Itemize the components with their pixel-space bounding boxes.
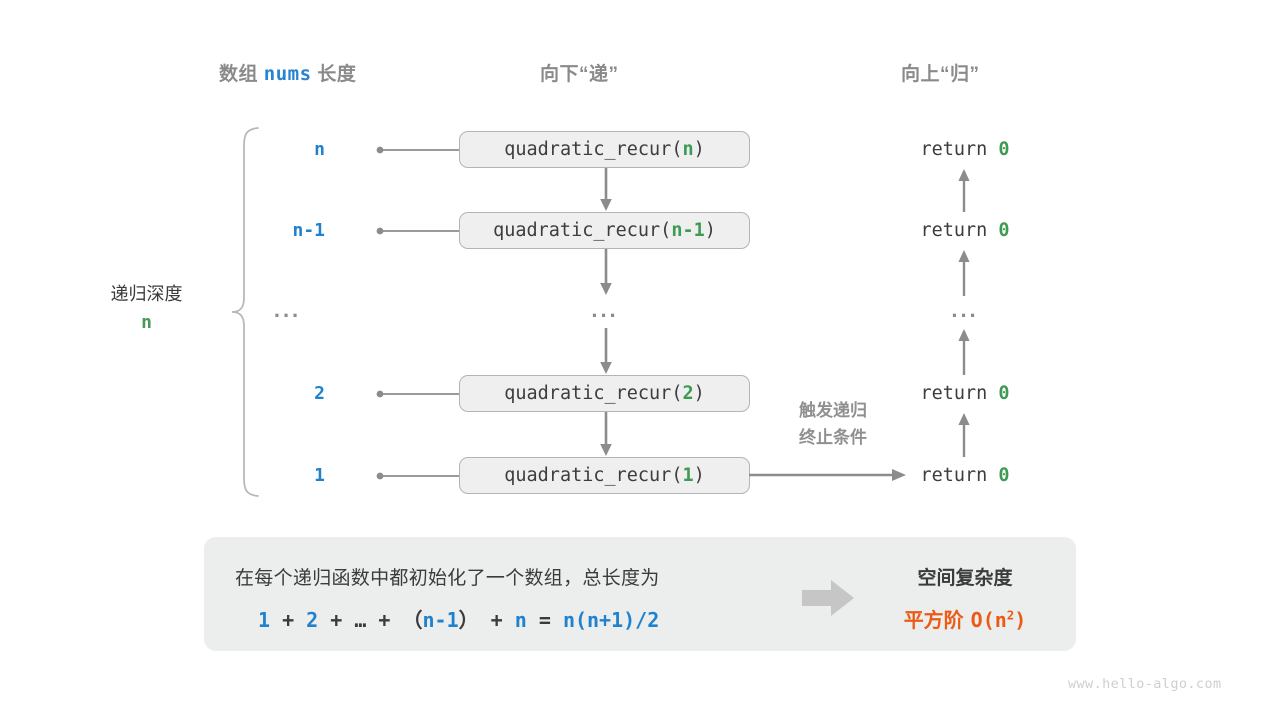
formula-term-1: 1 (258, 608, 271, 632)
connector-row-0 (375, 141, 465, 159)
call-box-row-1[interactable]: quadratic_recur(n-1) (459, 212, 750, 249)
call-box-prefix-row-0: quadratic_recur( (504, 139, 683, 160)
return-keyword-row-3: return (920, 383, 999, 404)
array-length-row-2: ... (273, 297, 302, 322)
call-box-row-3[interactable]: quadratic_recur(2) (459, 375, 750, 412)
base-case-arrow (749, 466, 909, 484)
return-value-row-1: 0 (998, 220, 1010, 241)
recursion-depth-title: 递归深度 (110, 284, 183, 304)
return-label-row-3: return 0 (865, 383, 1065, 404)
return-label-row-1: return 0 (865, 220, 1065, 241)
call-box-row-0[interactable]: quadratic_recur(n) (459, 131, 750, 168)
site-watermark: www.hello-algo.com (1068, 676, 1222, 692)
formula-term-ellipsis: … (354, 608, 367, 632)
call-box-prefix-row-4: quadratic_recur( (504, 465, 683, 486)
return-label-row-0: return 0 (865, 139, 1065, 160)
descend-arrow-3-4 (597, 412, 615, 458)
column-header-descend: 向下“递” (540, 64, 619, 85)
formula-op-2: + (318, 608, 355, 632)
complexity-tail: ) (1014, 608, 1027, 632)
call-box-arg-row-4: 1 (682, 465, 694, 486)
summary-description: 在每个递归函数中都初始化了一个数组，总长度为 (235, 568, 660, 589)
header-left-prefix: 数组 (219, 64, 264, 85)
return-keyword-row-4: return (920, 465, 999, 486)
formula-op-1: + (270, 608, 307, 632)
call-box-arg-row-1: n-1 (671, 220, 705, 241)
call-box-arg-row-0: n (682, 139, 694, 160)
return-label-row-2: ... (951, 297, 979, 322)
formula-paren-open: （ (402, 608, 423, 632)
header-left-mono: nums (263, 63, 312, 85)
connector-row-1 (375, 222, 465, 240)
termination-note: 触发递归 终止条件 (760, 397, 906, 451)
ascend-arrow-4-3 (955, 411, 973, 457)
descend-arrow-0-1 (597, 168, 615, 213)
column-header-ascend: 向上“归” (901, 64, 980, 85)
connector-row-4 (375, 467, 465, 485)
array-length-row-3: 2 (314, 383, 325, 404)
termination-note-line1: 触发递归 (799, 401, 867, 420)
call-box-suffix-row-4: ) (693, 465, 705, 486)
complexity-exponent: 2 (1006, 607, 1015, 623)
complexity-prefix: 平方阶 (903, 608, 971, 632)
ascend-arrow-dots-1 (955, 248, 973, 296)
return-label-row-4: return 0 (865, 465, 1065, 486)
formula-op-3: + (366, 608, 403, 632)
complexity-big-o: O(n (970, 608, 1007, 632)
ascend-arrow-1-0 (955, 167, 973, 212)
return-value-row-4: 0 (998, 465, 1010, 486)
recursion-depth-brace (228, 126, 262, 498)
return-keyword-row-0: return (920, 139, 999, 160)
connector-row-3 (375, 385, 465, 403)
call-box-row-4[interactable]: quadratic_recur(1) (459, 457, 750, 494)
return-value-row-3: 0 (998, 383, 1010, 404)
array-length-row-4: 1 (314, 465, 325, 486)
formula-op-4: + (478, 608, 515, 632)
column-header-array-length: 数组 nums 长度 (219, 59, 356, 86)
formula-term-2: 2 (306, 608, 319, 632)
descend-arrow-1-dots (597, 249, 615, 297)
call-box-prefix-row-3: quadratic_recur( (504, 383, 683, 404)
summary-formula: 1 + 2 + … + （n-1） + n = n(n+1)/2 (258, 604, 659, 633)
formula-result: n(n+1)/2 (562, 608, 660, 632)
return-keyword-row-1: return (920, 220, 999, 241)
ascend-arrow-3-dots (955, 327, 973, 375)
return-value-row-0: 0 (998, 139, 1010, 160)
summary-panel (204, 537, 1076, 651)
call-box-suffix-row-3: ) (693, 383, 705, 404)
array-length-row-0: n (314, 139, 325, 160)
header-left-suffix: 长度 (311, 64, 357, 85)
recursion-depth-label: 递归深度 n (84, 281, 209, 337)
complexity-title: 空间复杂度 (917, 568, 1013, 589)
complexity-value: 平方阶 O(n2) (872, 604, 1058, 633)
formula-term-n-minus-1: n-1 (422, 608, 459, 632)
descend-arrow-dots-3 (597, 328, 615, 376)
termination-note-line2: 终止条件 (799, 428, 867, 448)
formula-paren-close: ） (458, 608, 479, 632)
call-box-prefix-row-1: quadratic_recur( (493, 220, 672, 241)
call-box-suffix-row-1: ) (704, 220, 716, 241)
call-box-arg-row-3: 2 (682, 383, 694, 404)
formula-term-n: n (514, 608, 527, 632)
call-box-suffix-row-0: ) (693, 139, 705, 160)
recursion-depth-value: n (141, 311, 152, 333)
call-box-row-2: ... (591, 297, 619, 322)
array-length-row-1: n-1 (292, 220, 325, 241)
summary-block-arrow-icon (800, 578, 856, 618)
formula-equals: = (526, 608, 563, 632)
